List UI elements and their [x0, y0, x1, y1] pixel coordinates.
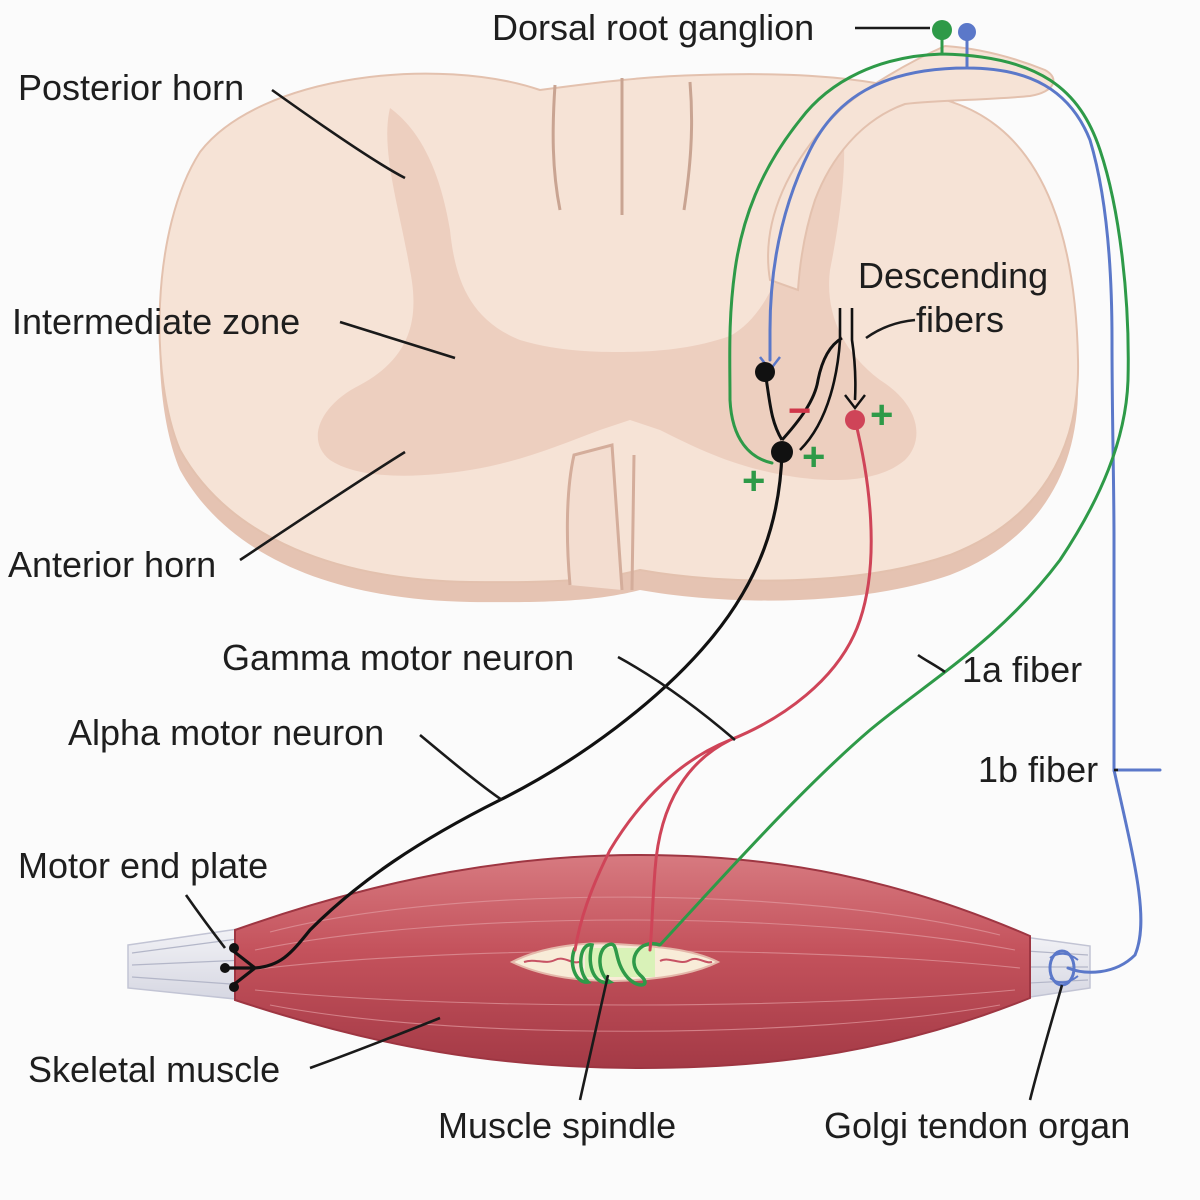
nerve-fibers [220, 20, 1162, 992]
spinal-cord [158, 44, 1080, 603]
gamma-motor-neuron-cell-body [845, 410, 865, 430]
label-descending-line1: Descending [858, 255, 1048, 296]
plus-sign-interneuron: + [742, 459, 765, 503]
descending-fibers [799, 308, 857, 451]
alpha-motor-neuron-cell-body [771, 441, 793, 463]
skeletal-muscle-group [127, 853, 1091, 1070]
label-skeletal-muscle: Skeletal muscle [28, 1049, 280, 1090]
synapse-signs: − + + + [742, 389, 893, 503]
gamma-motor-neuron-axon [573, 418, 873, 952]
label-1b-fiber: 1b fiber [978, 749, 1098, 790]
label-golgi-tendon-organ: Golgi tendon organ [824, 1105, 1130, 1146]
interneuron-cell-body [755, 362, 775, 382]
plus-sign-alpha: + [802, 435, 825, 479]
label-1a-fiber: 1a fiber [962, 649, 1082, 690]
label-descending-line2: fibers [916, 299, 1004, 340]
leader-lines [184, 26, 1118, 1101]
label-dorsal-root-ganglion: Dorsal root ganglion [492, 7, 814, 48]
plus-sign-gamma: + [870, 393, 893, 437]
label-intermediate-zone: Intermediate zone [12, 301, 300, 342]
label-gamma-motor-neuron: Gamma motor neuron [222, 637, 574, 678]
label-anterior-horn: Anterior horn [8, 544, 216, 585]
motor-end-plate-terminal [229, 943, 239, 953]
minus-sign-inhibition: − [788, 389, 811, 433]
dorsal-root-ganglion-cell-1b [958, 23, 976, 41]
label-posterior-horn: Posterior horn [18, 67, 244, 108]
posterior-median-sulcus [551, 78, 694, 215]
label-muscle-spindle: Muscle spindle [438, 1105, 676, 1146]
fiber-1b-path [768, 28, 1162, 974]
descending-terminal [844, 394, 866, 410]
label-alpha-motor-neuron: Alpha motor neuron [68, 712, 384, 753]
motor-end-plate-terminal [220, 963, 230, 973]
motor-end-plate-terminal [229, 982, 239, 992]
dorsal-root-ganglion-cell-1a [932, 20, 952, 40]
label-motor-end-plate: Motor end plate [18, 845, 268, 886]
anterior-median-fissure [565, 443, 636, 591]
fiber-1a-annulospiral [570, 941, 661, 987]
fiber-1a-path [658, 28, 1130, 947]
alpha-motor-neuron-axon [223, 450, 784, 988]
labels: Dorsal root ganglion Posterior horn Desc… [8, 7, 1130, 1146]
